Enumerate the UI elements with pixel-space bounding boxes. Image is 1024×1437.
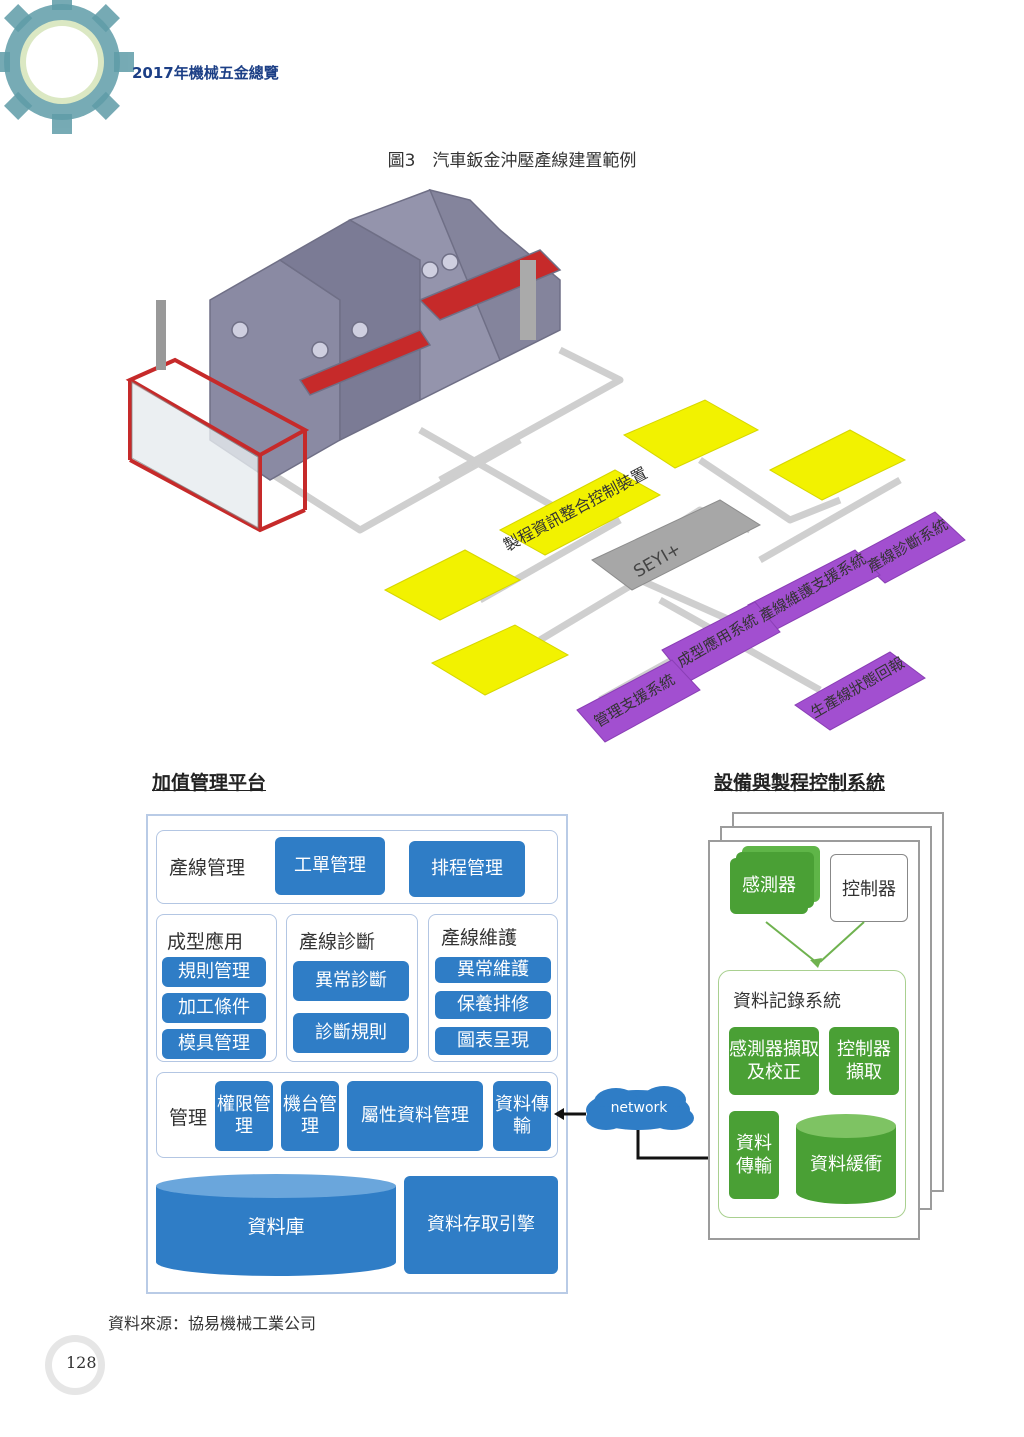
- machine-management-button[interactable]: 機台管理: [281, 1081, 339, 1151]
- book-title: 2017年機械五金總覽: [132, 64, 279, 82]
- forming-label: 成型應用: [167, 931, 244, 953]
- diagnosis-group: 產線診斷 異常診斷 診斷規則: [286, 914, 418, 1062]
- line-management-label: 產線管理: [169, 857, 246, 879]
- scheduled-maintenance-button[interactable]: 保養排修: [435, 991, 551, 1019]
- feeder-post: [520, 260, 536, 340]
- yellow-box: [383, 399, 907, 696]
- diagnosis-label: 產線診斷: [299, 931, 376, 953]
- management-label: 管理: [169, 1107, 208, 1129]
- rule-management-button[interactable]: 規則管理: [162, 957, 266, 987]
- left-panel-title: 加值管理平台: [152, 772, 267, 794]
- data-transfer-button[interactable]: 資料傳輸: [493, 1081, 551, 1151]
- line-management-group: 產線管理 工單管理 排程管理: [156, 830, 558, 904]
- chart-presentation-button[interactable]: 圖表呈現: [435, 1027, 551, 1055]
- right-panel-title: 設備與製程控制系統: [714, 772, 886, 794]
- data-transfer-right-button[interactable]: 資料傳輸: [729, 1111, 779, 1199]
- data-logger-group: 資料記錄系統 感測器擷取及校正 控制器擷取 資料傳輸: [718, 970, 906, 1218]
- database-label: 資料庫: [247, 1216, 305, 1238]
- network-connection: [554, 1086, 726, 1164]
- anomaly-diagnosis-button[interactable]: 異常診斷: [293, 961, 409, 1001]
- management-group: 管理 權限管理 機台管理 屬性資料管理 資料傳輸: [156, 1072, 558, 1158]
- attribute-data-button[interactable]: 屬性資料管理: [347, 1081, 483, 1151]
- sensor-calibration-button[interactable]: 感測器擷取及校正: [729, 1027, 819, 1095]
- source-note: 資料來源：協易機械工業公司: [108, 1314, 317, 1333]
- maintenance-group: 產線維護 異常維護 保養排修 圖表呈現: [428, 914, 558, 1062]
- page-number: 128: [66, 1353, 97, 1372]
- controller-capture-button[interactable]: 控制器擷取: [829, 1027, 899, 1095]
- maintenance-label: 產線維護: [441, 927, 518, 949]
- data-buffer-label: 資料緩衝: [810, 1154, 882, 1175]
- mold-management-button[interactable]: 模具管理: [162, 1029, 266, 1059]
- forming-group: 成型應用 規則管理 加工條件 模具管理: [156, 914, 277, 1062]
- press-line-illustration: SEYI+ 製程資訊整合控制裝置 產線診斷系統 產線維護支援系統 成型應用系統 …: [125, 188, 966, 743]
- diagnosis-rules-button[interactable]: 診斷規則: [293, 1013, 409, 1053]
- data-buffer-icon: [796, 1114, 896, 1204]
- work-order-button[interactable]: 工單管理: [275, 837, 385, 895]
- process-conditions-button[interactable]: 加工條件: [162, 993, 266, 1023]
- data-access-engine: 資料存取引擎: [404, 1176, 558, 1274]
- robot-cell-glass: [131, 381, 259, 529]
- page-number-badge-icon: [45, 1335, 105, 1395]
- data-logger-title: 資料記錄系統: [733, 991, 841, 1012]
- schedule-button[interactable]: 排程管理: [409, 841, 525, 897]
- left-panel-frame: [146, 814, 568, 1294]
- gear-icon: [0, 0, 134, 134]
- robot-arm: [156, 300, 166, 370]
- network-label: network: [610, 1100, 668, 1116]
- figure-title: 圖3 汽車鈑金沖壓產線建置範例: [387, 151, 637, 171]
- controller-box: 控制器: [830, 854, 908, 922]
- permission-management-button[interactable]: 權限管理: [215, 1081, 273, 1151]
- database-icon: [156, 1174, 396, 1276]
- anomaly-maintenance-button[interactable]: 異常維護: [435, 957, 551, 983]
- press-machine: [209, 188, 562, 481]
- input-arrows: [765, 921, 865, 968]
- purple-box: [576, 511, 966, 743]
- sensor-box: 感測器: [730, 858, 808, 914]
